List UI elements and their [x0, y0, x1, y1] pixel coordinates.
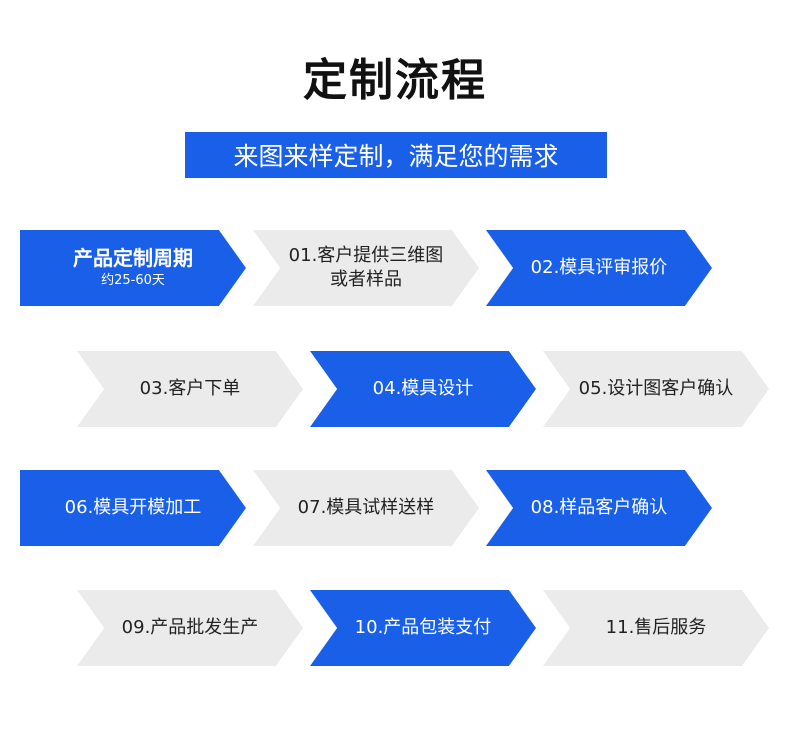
- step-label: 01.客户提供三维图或者样品: [288, 245, 444, 290]
- step-label: 产品定制周期: [73, 246, 193, 270]
- step-07: 07.模具试样送样: [253, 470, 479, 546]
- step-01: 01.客户提供三维图或者样品: [253, 230, 479, 306]
- subtitle-banner: 来图来样定制，满足您的需求: [185, 132, 607, 178]
- step-09: 09.产品批发生产: [77, 590, 303, 666]
- step-label: 05.设计图客户确认: [578, 378, 734, 399]
- step-label: 06.模具开模加工: [64, 497, 202, 518]
- step-03: 03.客户下单: [77, 351, 303, 427]
- step-10: 10.产品包装支付: [310, 590, 536, 666]
- step-label: 09.产品批发生产: [121, 617, 259, 638]
- step-label: 10.产品包装支付: [354, 617, 492, 638]
- step-05: 05.设计图客户确认: [543, 351, 769, 427]
- step-label: 07.模具试样送样: [297, 497, 435, 518]
- step-label: 03.客户下单: [139, 378, 241, 399]
- step-label: 11.售后服务: [605, 617, 707, 638]
- step-04: 04.模具设计: [310, 351, 536, 427]
- step-08: 08.样品客户确认: [486, 470, 712, 546]
- step-label: 02.模具评审报价: [530, 257, 668, 278]
- step-cycle: 产品定制周期 约25-60天: [20, 230, 246, 306]
- step-11: 11.售后服务: [543, 590, 769, 666]
- step-label: 04.模具设计: [372, 378, 474, 399]
- step-02: 02.模具评审报价: [486, 230, 712, 306]
- step-sublabel: 约25-60天: [101, 273, 165, 288]
- page-title: 定制流程: [303, 55, 487, 106]
- step-label: 08.样品客户确认: [530, 497, 668, 518]
- step-06: 06.模具开模加工: [20, 470, 246, 546]
